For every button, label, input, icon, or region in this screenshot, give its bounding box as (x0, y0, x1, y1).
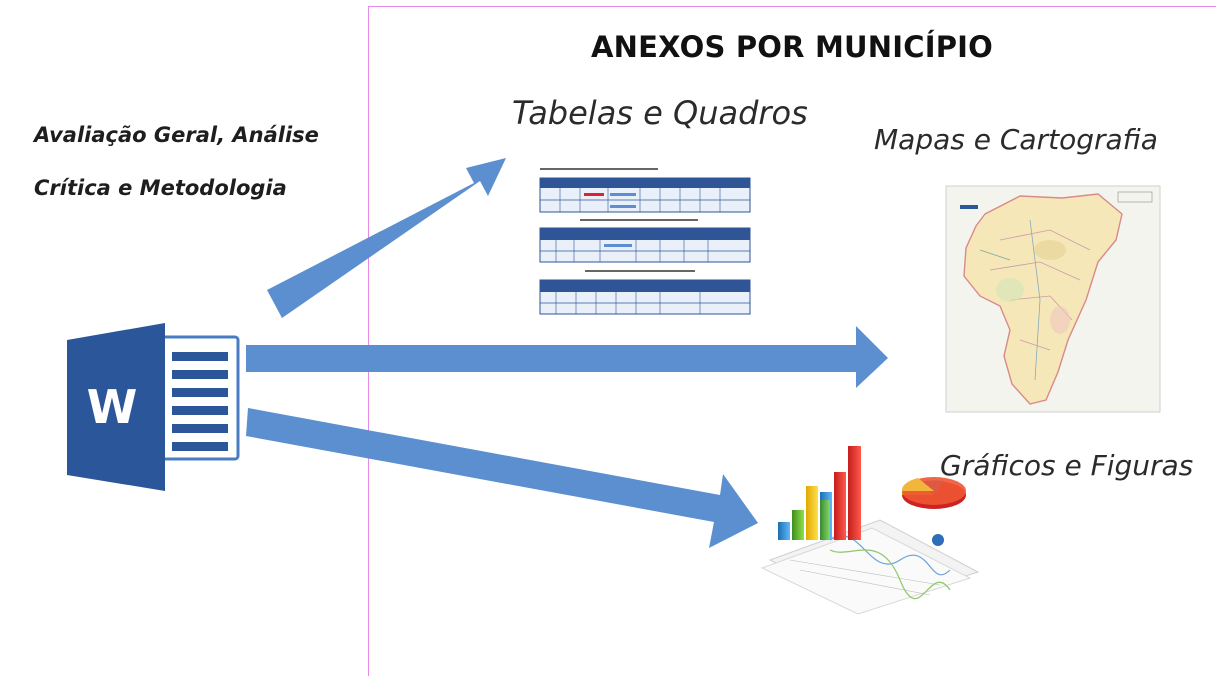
mapas-label: Mapas e Cartografia (874, 123, 1158, 156)
graficos-label: Gráficos e Figuras (940, 449, 1194, 482)
left-text-line2: Crítica e Metodologia (34, 176, 287, 200)
tables-thumbnail (539, 168, 751, 315)
annex-title: ANEXOS POR MUNICÍPIO (590, 30, 994, 64)
tabelas-label: Tabelas e Quadros (512, 94, 808, 132)
map-thumbnail (945, 185, 1161, 413)
annex-frame (368, 6, 1216, 676)
charts-illustration (760, 446, 980, 615)
word-document-icon: W (67, 323, 240, 491)
left-text-line1: Avaliação Geral, Análise (34, 123, 319, 147)
word-letter: W (87, 380, 138, 434)
arrow-to-tables (267, 158, 506, 318)
arrow-to-charts (246, 408, 758, 548)
arrow-to-maps (246, 326, 888, 388)
